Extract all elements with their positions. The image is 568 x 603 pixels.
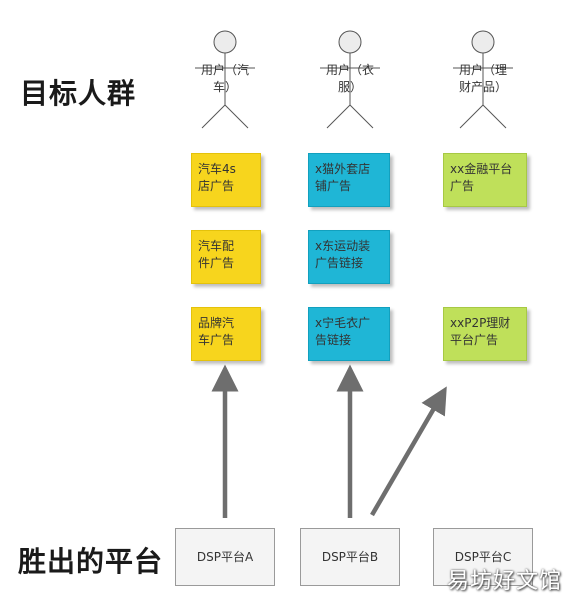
- actor-finance-user: 用户（理财产品）: [428, 30, 538, 130]
- actor-label: 用户（衣服）: [325, 63, 374, 94]
- actor-label: 用户（汽车）: [200, 63, 249, 94]
- note-coat-shop-ad: x猫外套店铺广告: [308, 153, 390, 207]
- actor-label: 用户（理财产品）: [458, 63, 507, 94]
- watermark: 易坊好文馆: [446, 569, 562, 594]
- note-car-parts-ad: 汽车配件广告: [191, 230, 261, 284]
- actor-car-user: 用户（汽车）: [170, 30, 280, 130]
- winning-platform-label: 胜出的平台: [18, 545, 164, 578]
- platform-a: DSP平台A: [175, 528, 275, 586]
- arrow-b-diagonal: [370, 386, 447, 517]
- stick-figure-icon: [453, 30, 513, 129]
- note-sweater-ad: x宁毛衣广告链接: [308, 307, 390, 361]
- note-brand-car-ad: 品牌汽车广告: [191, 307, 261, 361]
- stick-figure-icon: [195, 30, 255, 129]
- stick-figure-icon: [320, 30, 380, 129]
- note-sportswear-ad: x东运动装广告链接: [308, 230, 390, 284]
- note-p2p-ad: xxP2P理财平台广告: [443, 307, 527, 361]
- platform-b: DSP平台B: [300, 528, 400, 586]
- note-finance-platform-ad: xx金融平台广告: [443, 153, 527, 207]
- target-audience-label: 目标人群: [20, 77, 137, 110]
- platform-c: DSP平台C: [433, 528, 533, 586]
- actor-clothing-user: 用户（衣服）: [295, 30, 405, 130]
